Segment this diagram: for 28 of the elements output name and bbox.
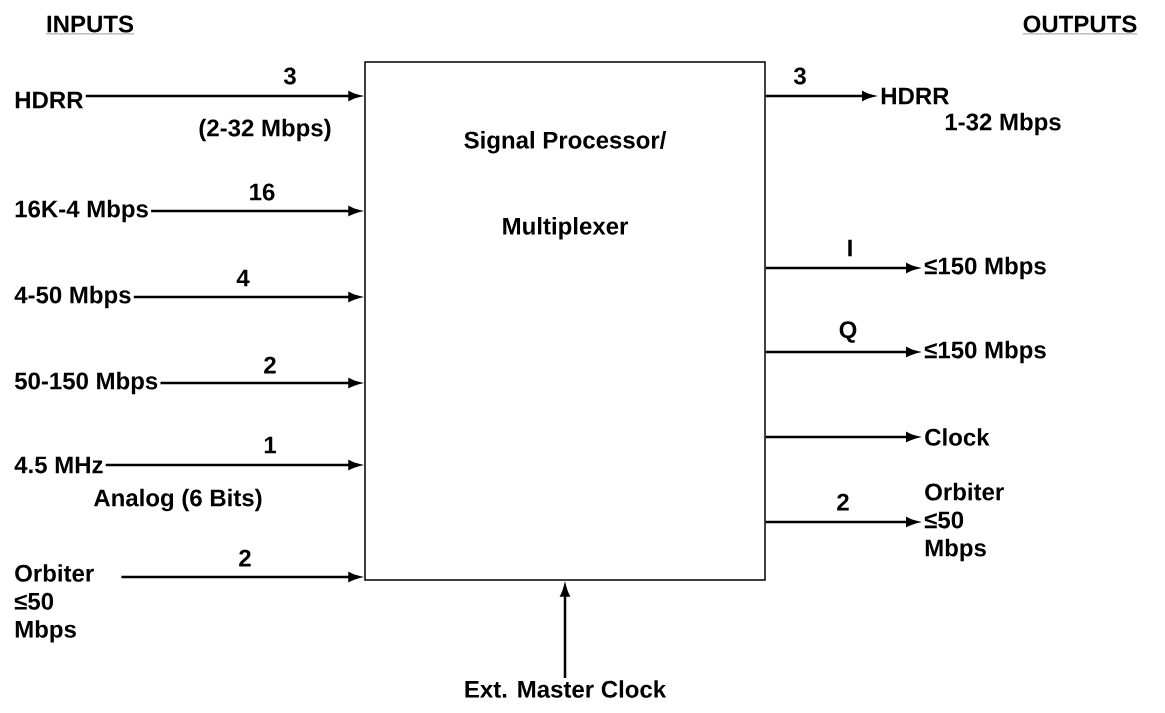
signal-label: 4-50 Mbps bbox=[14, 285, 131, 309]
signal-label: Orbiter ≤50 Mbps bbox=[924, 482, 1004, 562]
heading: OUTPUTS bbox=[1022, 15, 1138, 35]
edge-label: I bbox=[845, 238, 855, 258]
signal-label: HDRR bbox=[15, 91, 84, 109]
edge-label: 3 bbox=[792, 66, 808, 86]
signal-label: Ext. Master Clock bbox=[465, 680, 667, 698]
edge-label: 2 bbox=[262, 355, 278, 375]
signal-label: ≤150 Mbps bbox=[924, 256, 1046, 280]
edge-label: 2 bbox=[237, 548, 253, 568]
rate-label: 1-32 Mbps bbox=[945, 112, 1061, 136]
edge-label: 4 bbox=[235, 268, 251, 288]
rate-label: (2-32 Mbps) bbox=[199, 118, 331, 142]
signal-label: 16K-4 Mbps bbox=[15, 199, 148, 223]
signal-label: HDRR bbox=[881, 87, 950, 105]
rate-label: Analog (6 Bits) bbox=[93, 488, 262, 512]
signal-label: 4.5 MHz bbox=[14, 456, 103, 474]
edge-label: 2 bbox=[835, 492, 851, 512]
signal-label: 50-150 Mbps bbox=[14, 371, 158, 395]
signal-label: ≤150 Mbps bbox=[924, 340, 1046, 364]
signal-label: Clock bbox=[925, 428, 990, 446]
heading: INPUTS bbox=[45, 15, 135, 35]
edge-label: 1 bbox=[262, 435, 278, 455]
processor-box: Signal Processor/ Multiplexer bbox=[364, 61, 766, 581]
edge-label: 16 bbox=[247, 182, 277, 202]
signal-label: Orbiter ≤50 Mbps bbox=[14, 564, 94, 643]
edge-label: Q bbox=[837, 320, 859, 344]
edge-label: 3 bbox=[282, 66, 298, 86]
